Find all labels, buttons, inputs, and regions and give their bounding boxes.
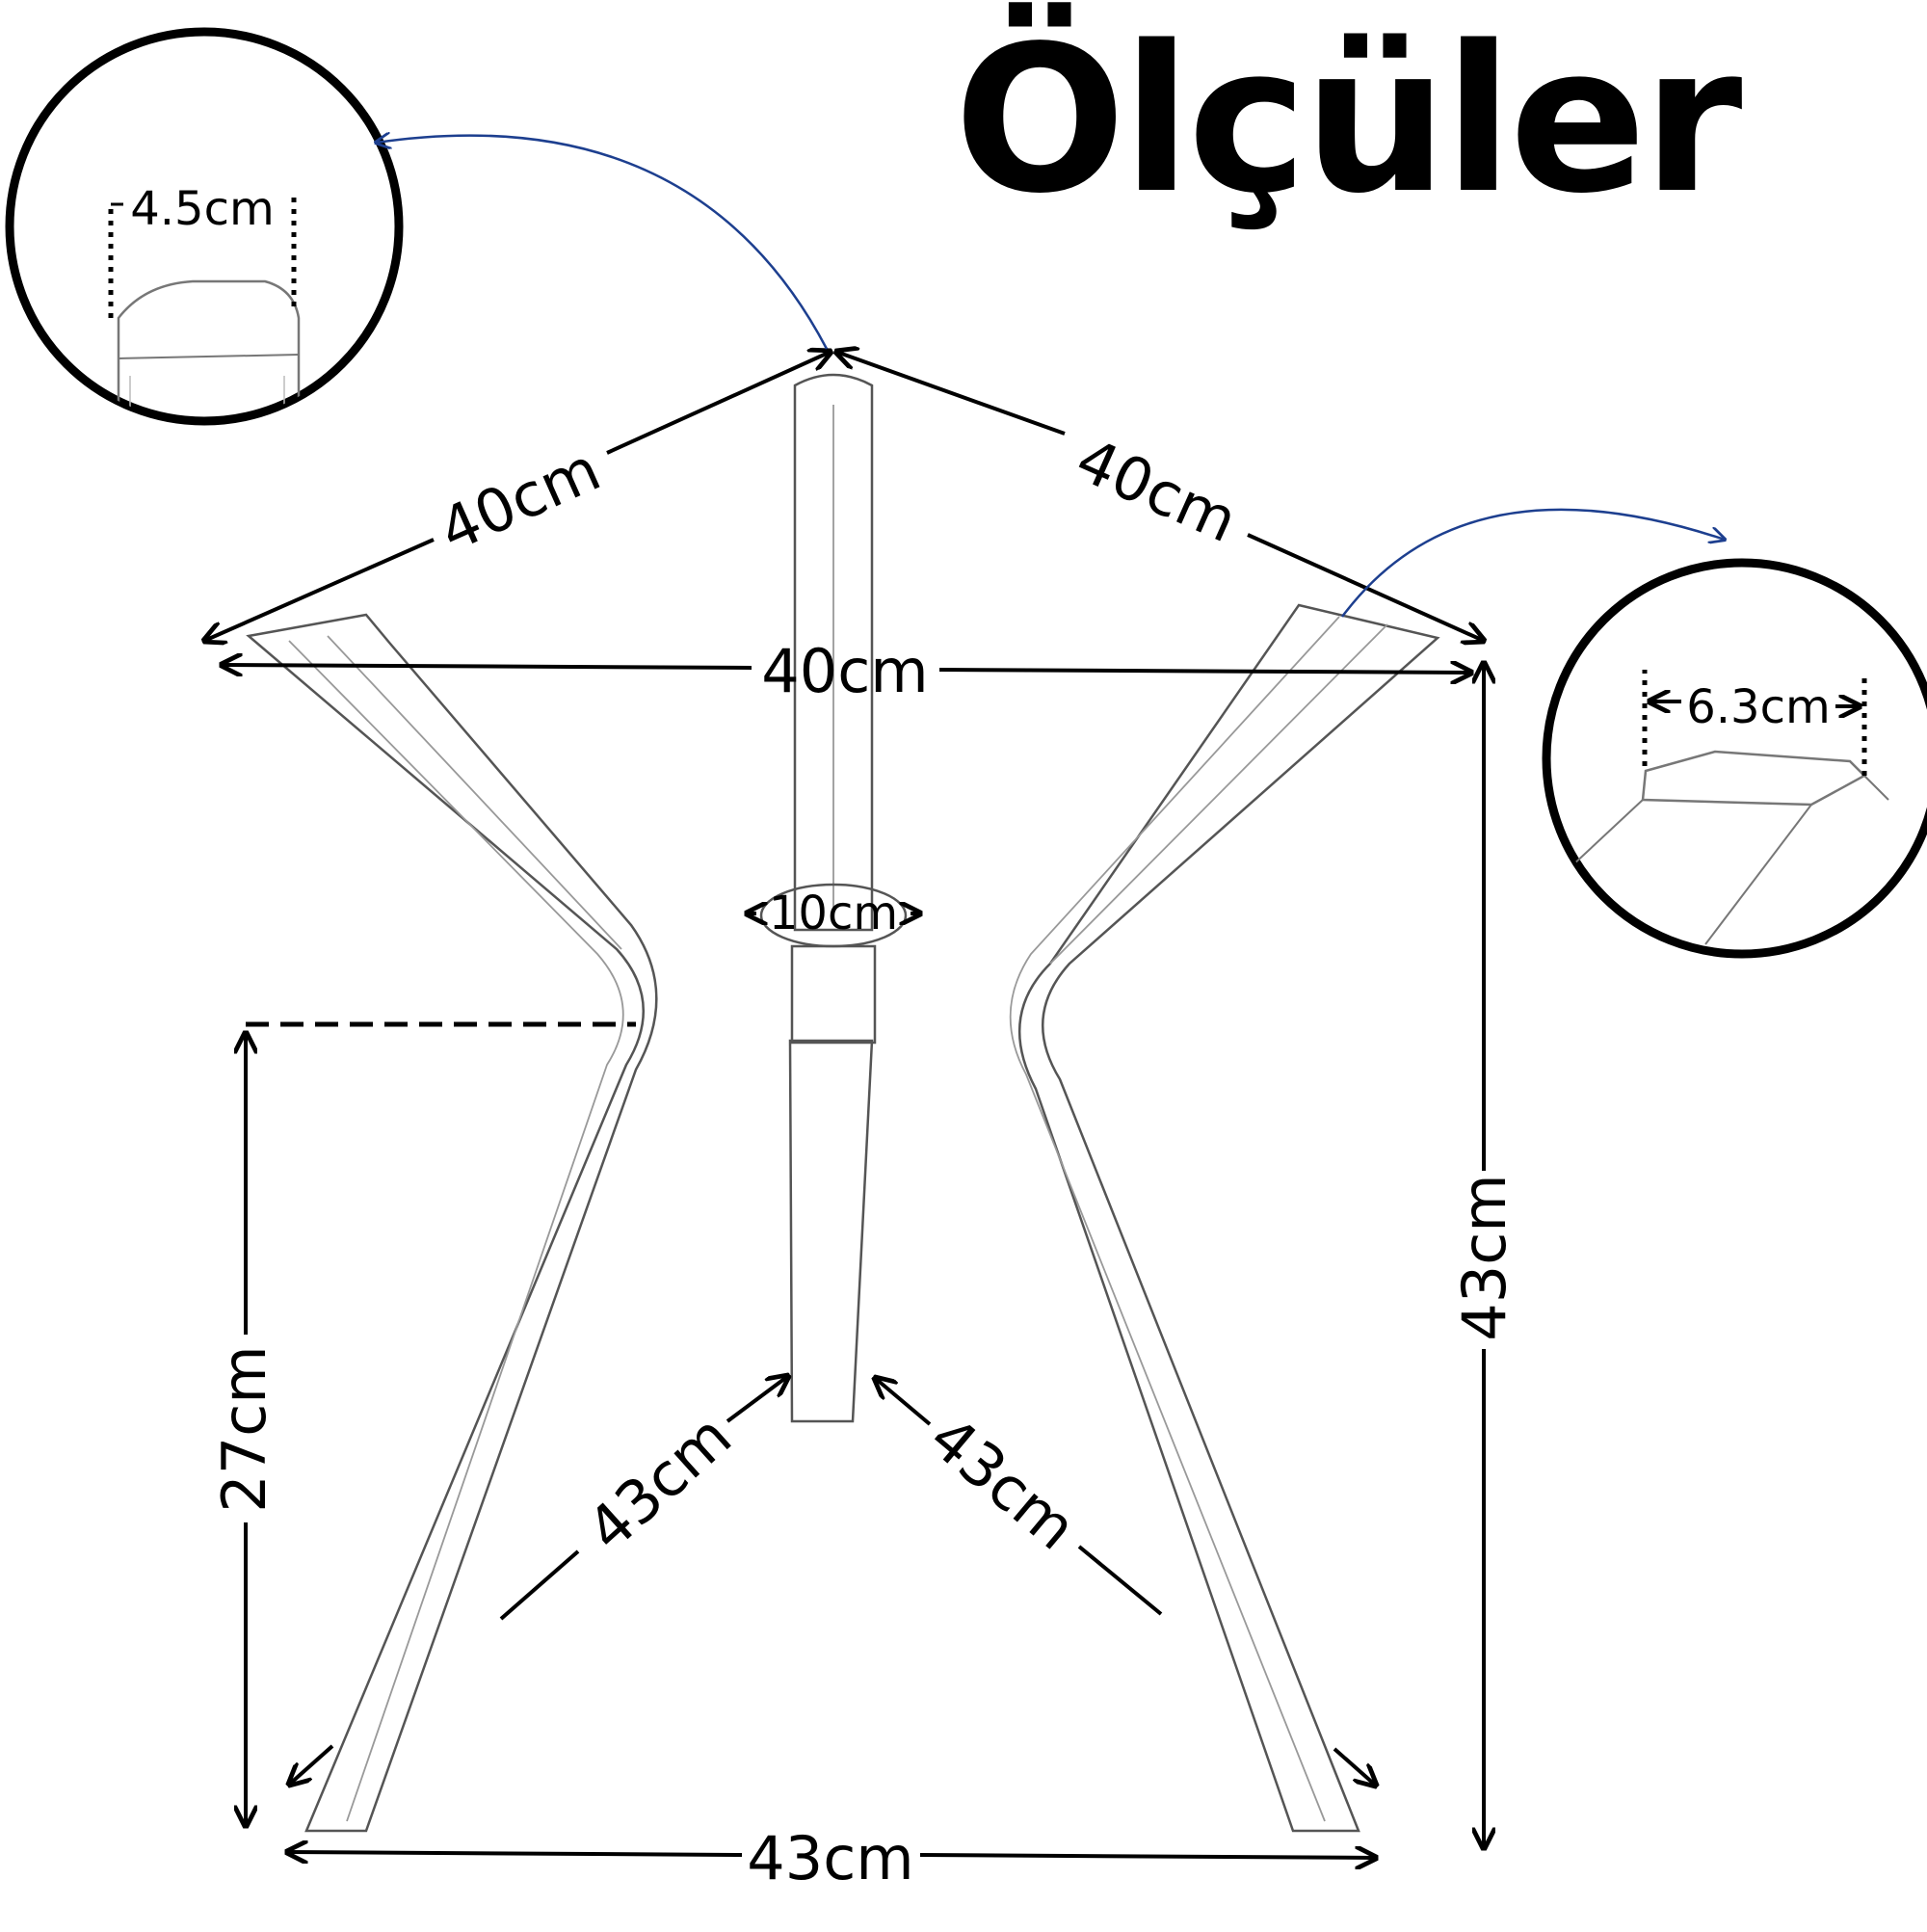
right-leg [1018, 603, 1440, 1833]
label-leg-top-width: 4.5cm [130, 182, 274, 236]
label-lower-left: 43cm [573, 1401, 745, 1565]
page-title: Ölçüler [954, 2, 1742, 238]
label-bend-height: 27cm [209, 1345, 279, 1512]
label-top-right: 40cm [1067, 424, 1248, 556]
dim-top-left-arrow-a [204, 538, 435, 641]
dim-top-width-arrow-a [222, 665, 752, 668]
table-base-legs [246, 373, 1440, 1833]
dim-top-left-arrow-b [606, 352, 831, 455]
hub-collar [790, 944, 877, 1045]
back-leg-upper [793, 373, 874, 932]
label-hub: 10cm [769, 887, 898, 940]
dimension-lines [204, 352, 1484, 1858]
left-leg [246, 613, 658, 1833]
dim-top-right-arrow-a [836, 352, 1066, 436]
dim-lower-left-arrow-b [289, 1744, 334, 1785]
label-bottom-width: 43cm [747, 1823, 913, 1893]
dim-bottom-arrow-a [287, 1852, 743, 1855]
detail-callout-leg-top: 4.5cm [5, 27, 404, 426]
dim-top-width-arrow-b [938, 670, 1471, 673]
dim-lower-right-arrow-b [1333, 1747, 1376, 1786]
dim-lower-right-arrow-a [875, 1378, 932, 1426]
label-lower-right: 43cm [916, 1402, 1090, 1563]
label-total-height: 43cm [1449, 1174, 1519, 1340]
detail-callout-leg-end: 6.3cm [1542, 558, 1927, 959]
pointer-to-top-detail [376, 136, 829, 350]
label-top-width: 40cm [761, 636, 928, 706]
dim-bottom-arrow-b [919, 1855, 1376, 1858]
label-top-left: 40cm [429, 434, 610, 566]
dim-lower-left-arrow-a [726, 1376, 788, 1423]
dimension-labels: 40cm 40cm 40cm 10cm 43cm 27cm 43cm 43cm … [209, 424, 1519, 1893]
back-leg-lower [788, 1039, 874, 1423]
pointer-to-end-detail [1340, 508, 1725, 618]
label-leg-end-width: 6.3cm [1686, 680, 1830, 734]
